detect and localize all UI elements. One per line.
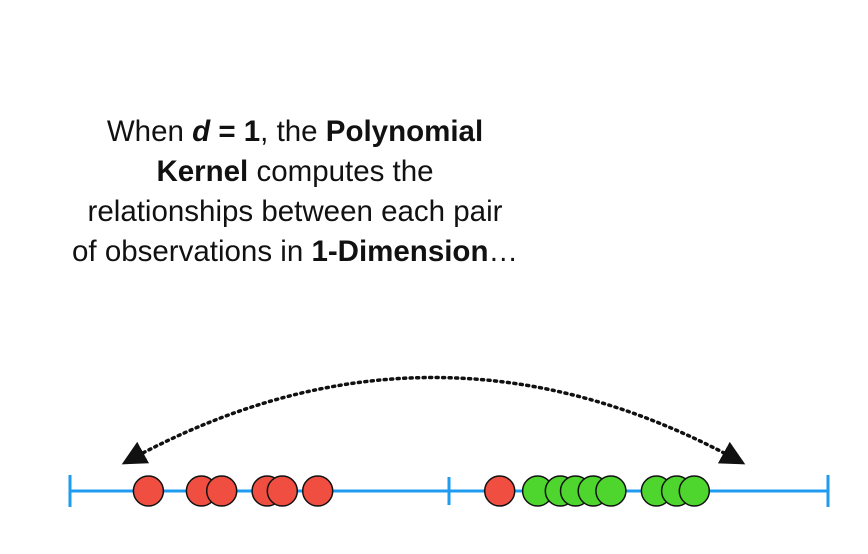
caption-line-4: of observations in 1-Dimension…	[40, 232, 550, 272]
red-observation-6	[301, 475, 334, 507]
caption-text-the: , the	[260, 115, 326, 148]
caption-bold-dimension: 1-Dimension	[311, 235, 489, 268]
red-observation-3	[205, 475, 238, 507]
green-observation-8	[678, 475, 711, 507]
red-observation-7	[483, 475, 516, 507]
degree-variable: d	[192, 115, 211, 148]
caption-text: When d = 1, the Polynomial Kernel comput…	[40, 112, 550, 272]
caption-bold-kernel: Kernel	[156, 155, 249, 188]
green-observation-5	[595, 475, 627, 507]
caption-line-1: When d = 1, the Polynomial	[40, 112, 550, 152]
observation-points	[132, 475, 711, 507]
red-observation-1	[132, 475, 165, 507]
caption-line-3: relationships between each pair	[87, 195, 503, 228]
caption-line-2: Kernel computes the	[40, 152, 550, 192]
caption-text-when: When	[106, 115, 193, 148]
caption-text-computes: computes the	[248, 155, 434, 188]
caption-bold-polynomial: Polynomial	[325, 115, 484, 148]
red-observation-5	[266, 475, 299, 507]
caption-text-observations: of observations in	[72, 235, 312, 268]
pairwise-relationship-arrow	[121, 375, 746, 465]
degree-value: = 1	[210, 115, 261, 148]
caption-ellipsis: …	[488, 235, 518, 268]
